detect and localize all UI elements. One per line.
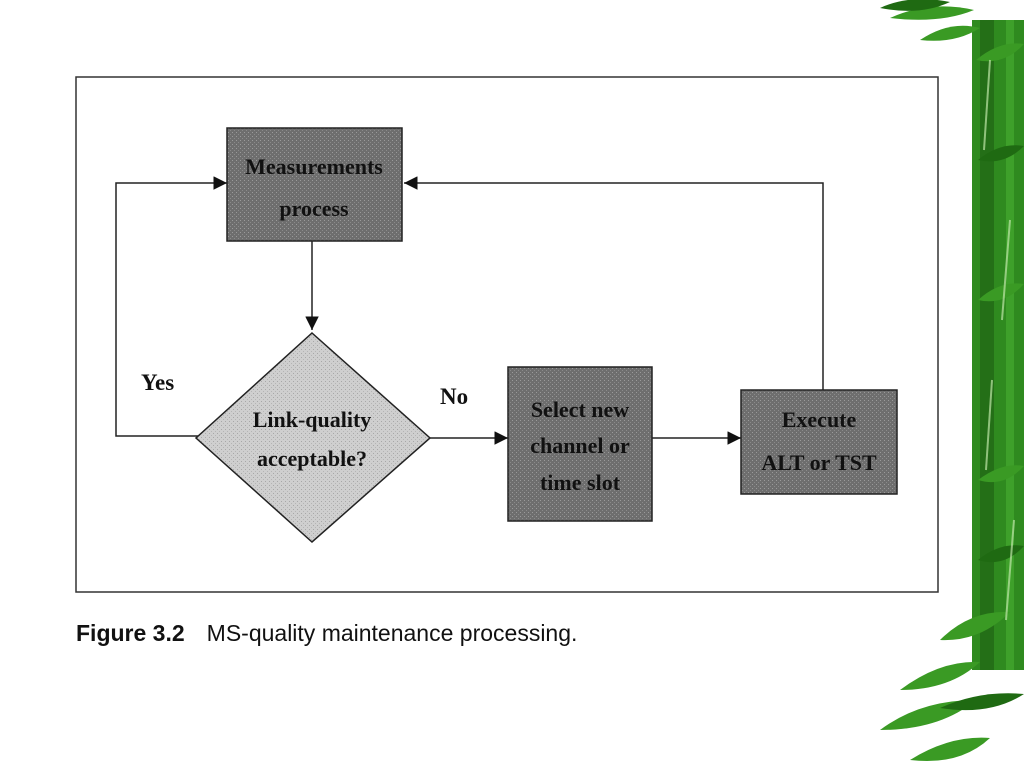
- node-decision-line-2: acceptable?: [257, 446, 367, 471]
- edge-label-no: No: [440, 384, 468, 409]
- arrow-execute-back-to-measurements: [404, 176, 824, 390]
- node-measurements-line-2: process: [279, 196, 349, 221]
- arrow-decision-yes-to-measurements: [115, 176, 227, 437]
- node-select-line-1: Select new: [531, 397, 629, 422]
- node-select-line-2: channel or: [530, 433, 630, 458]
- node-measurements-line-1: Measurements: [245, 154, 383, 179]
- node-link-quality-decision: Link-quality acceptable?: [194, 331, 432, 544]
- figure-caption: Figure 3.2 MS-quality maintenance process…: [76, 620, 577, 647]
- node-select-channel: Select new channel or time slot: [507, 366, 653, 522]
- node-decision-line-1: Link-quality: [253, 407, 372, 432]
- node-execute: Execute ALT or TST: [740, 389, 898, 495]
- node-measurements-process: Measurements process: [226, 127, 403, 242]
- node-select-line-3: time slot: [540, 470, 621, 495]
- edge-label-yes: Yes: [141, 370, 174, 395]
- node-execute-line-1: Execute: [782, 407, 857, 432]
- bamboo-leaves-decoration: [880, 0, 1024, 762]
- figure-caption-label: Figure 3.2: [76, 620, 185, 646]
- node-execute-line-2: ALT or TST: [761, 450, 877, 475]
- figure-frame: [75, 76, 939, 593]
- figure-caption-text: MS-quality maintenance processing.: [206, 620, 578, 646]
